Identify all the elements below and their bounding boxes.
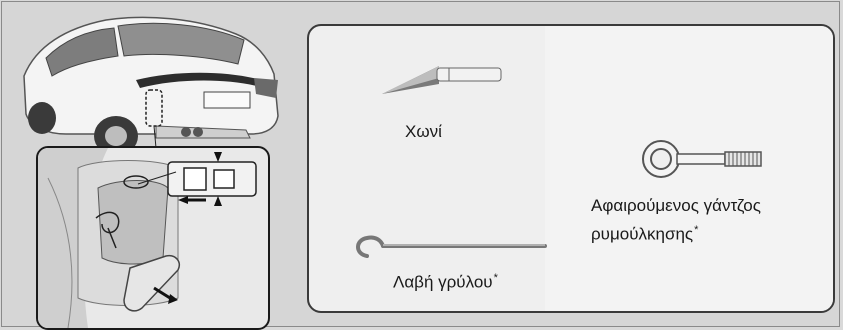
car-illustration xyxy=(6,6,296,156)
funnel-icon xyxy=(382,66,502,94)
towing-hook-label: Αφαιρούμενος γάντζος ρυμούλκησης* xyxy=(591,194,761,247)
towing-hook-label-text: ρυμούλκησης xyxy=(591,224,694,244)
towing-hook-asterisk: * xyxy=(694,224,699,236)
jack-handle-label: Λαβή γρύλου* xyxy=(393,272,498,293)
towing-hook-label-line1: Αφαιρούμενος γάντζος xyxy=(591,196,761,215)
jack-handle-icon xyxy=(356,235,547,258)
towing-eye-hook-icon xyxy=(642,140,762,178)
jack-handle-asterisk: * xyxy=(493,272,498,284)
car-rear-view-icon xyxy=(23,16,279,156)
tools-panel: Χωνί Αφαιρούμενος γάντζος ρυμούλκησης* xyxy=(307,24,835,313)
trunk-storage-straps-icon xyxy=(38,148,257,328)
towing-hook-label-line2: ρυμούλκησης* xyxy=(591,218,761,247)
trunk-inset xyxy=(36,146,270,330)
panel-shade xyxy=(545,26,833,311)
funnel-label: Χωνί xyxy=(405,122,442,141)
jack-handle-label-text: Λαβή γρύλου xyxy=(393,272,493,292)
